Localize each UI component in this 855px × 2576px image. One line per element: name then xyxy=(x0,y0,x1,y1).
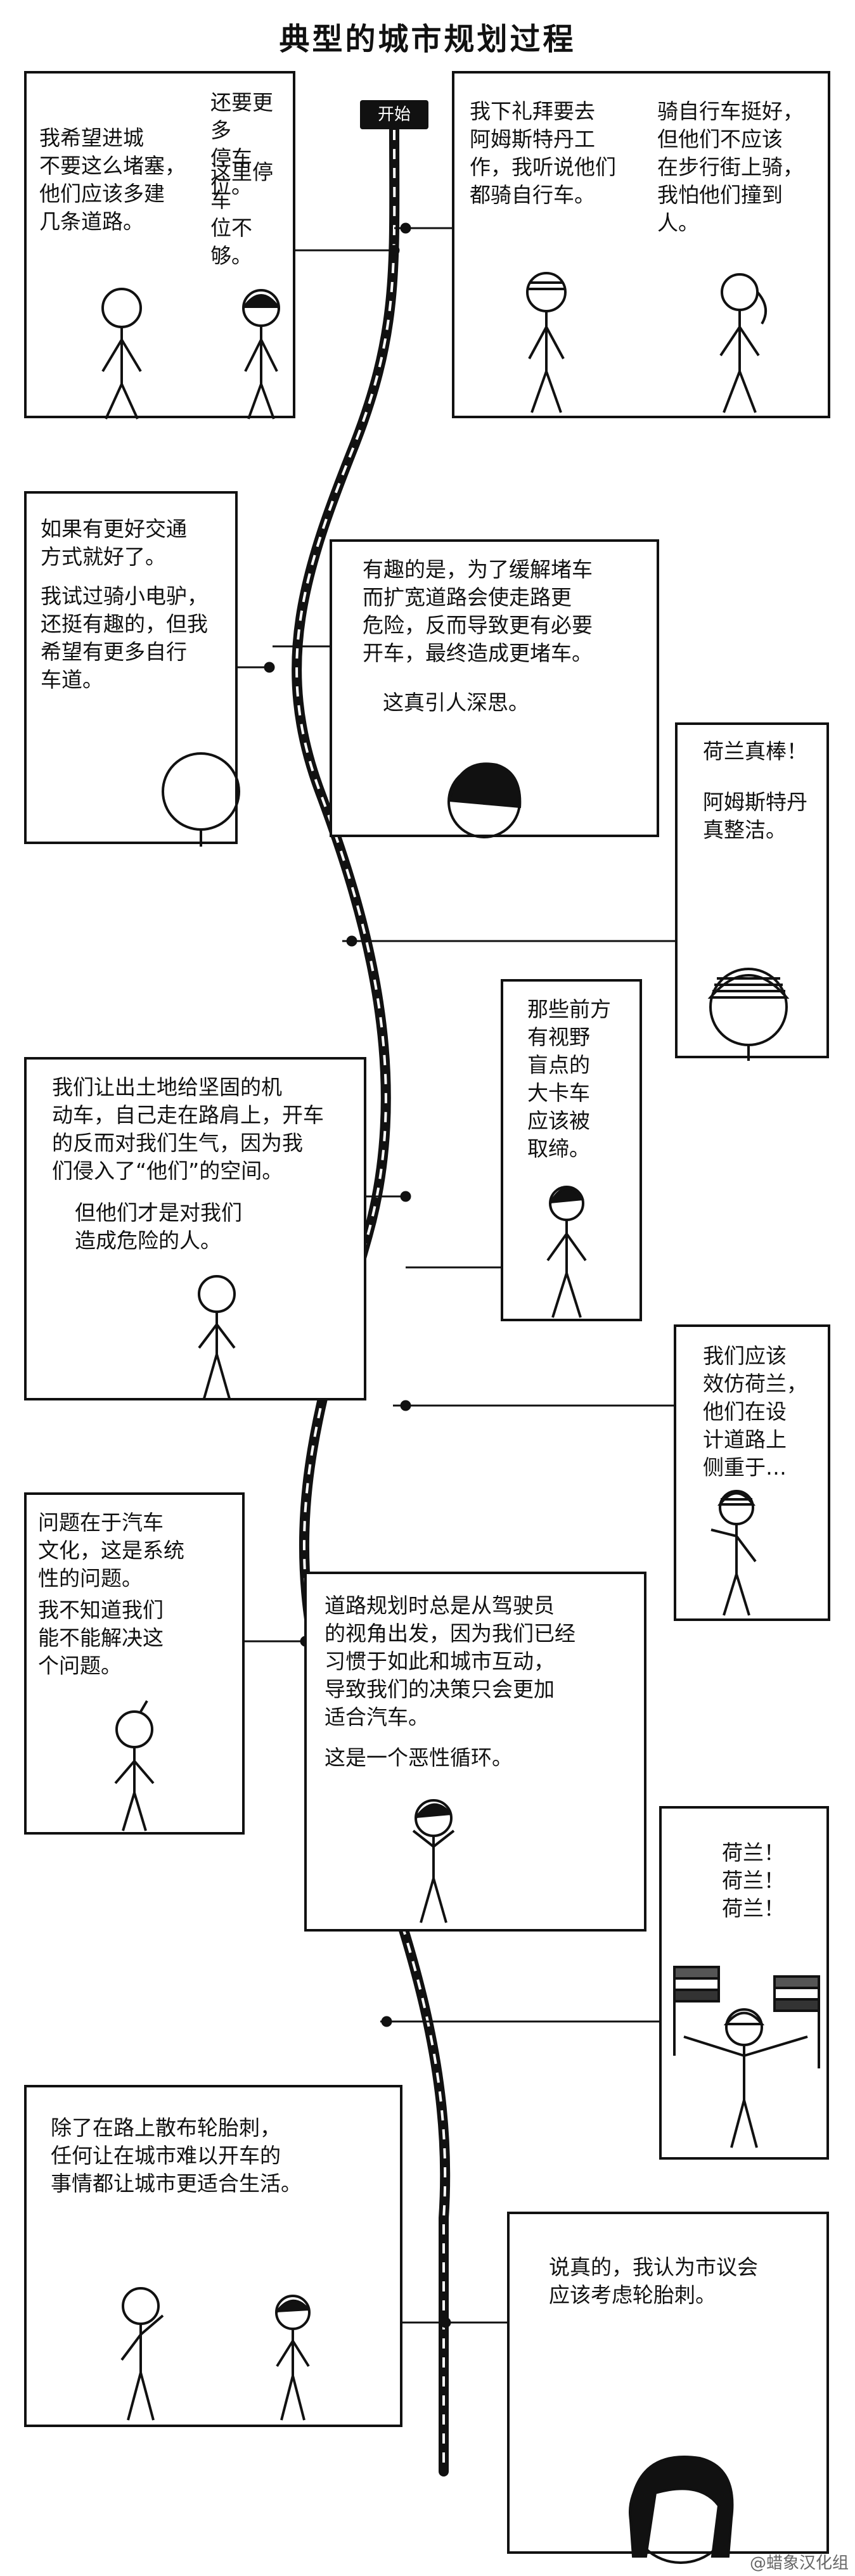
panel-7: 我们让出土地给坚固的机 动车，自己走在路肩上，开车 的反而对我们生气，因为我 们… xyxy=(24,1057,366,1400)
panel-10-speech-b: 这是一个恶性循环。 xyxy=(325,1745,513,1770)
panel-7-speech-a: 我们让出土地给坚固的机 动车，自己走在路肩上，开车 的反而对我们生气，因为我 们… xyxy=(52,1075,324,1183)
panel-9-speech-a: 问题在于汽车 文化，这是系统 性的问题。 xyxy=(38,1510,184,1591)
panel-7-speech-b: 但他们才是对我们 造成危险的人。 xyxy=(75,1200,242,1253)
panel-13-speech: 说真的，我认为市议会 应该考虑轮胎刺。 xyxy=(549,2255,758,2307)
panel-1-speech-c: 这里停车 位不够。 xyxy=(210,160,273,268)
panel-13: 说真的，我认为市议会 应该考虑轮胎刺。 xyxy=(507,2212,829,2564)
panel-4-speech-b: 这真引人深思。 xyxy=(383,690,529,715)
panel-3-speech-a: 如果有更好交通 方式就好了。 xyxy=(41,516,187,569)
credit-watermark: @蜡象汉化组 xyxy=(749,2554,849,2573)
stick-figure-hat xyxy=(114,1700,155,1831)
panel-3: 如果有更好交通 方式就好了。 我试过骑小电驴， 还挺有趣的，但我 希望有更多自行… xyxy=(24,491,240,847)
panel-4-speech-a: 有趣的是，为了缓解堵车 而扩宽道路会使走路更 危险，反而导致更有必要 开车，最终… xyxy=(363,557,593,665)
panel-9-speech-b: 我不知道我们 能不能解决这 个问题。 xyxy=(38,1598,164,1678)
panel-5-speech-a: 荷兰真棒！ xyxy=(703,739,807,764)
panel-6: 那些前方 有视野 盲点的 大卡车 应该被 取缔。 xyxy=(501,979,642,1321)
panel-2: 我下礼拜要去 阿姆斯特丹工 作，我听说他们 都骑自行车。 骑自行车挺好， 但他们… xyxy=(452,71,830,418)
stick-figure-pair xyxy=(526,272,768,413)
panel-11-speech: 荷兰！ 荷兰！ 荷兰！ xyxy=(722,1840,785,1921)
stick-figure-pair xyxy=(120,2287,311,2421)
stick-figure-with-flags xyxy=(673,1966,820,2148)
panel-1-speech-a: 我希望进城 不要这么堵塞， 他们应该多建 几条道路。 xyxy=(39,125,186,234)
stick-figure-pair xyxy=(101,288,280,420)
stick-figure-long-hair xyxy=(447,762,522,838)
stick-figure-long-hair xyxy=(412,1799,455,1923)
start-label: 开始 xyxy=(360,100,428,129)
panel-8: 我们应该 效仿荷兰， 他们在设 计道路上 侧重于… xyxy=(674,1324,830,1621)
panel-1: 我希望进城 不要这么堵塞， 他们应该多建 几条道路。 还要更多 停车位。 这里停… xyxy=(24,71,295,420)
panel-5: 荷兰真棒！ 阿姆斯特丹 真整洁。 xyxy=(675,722,829,1061)
panel-11: 荷兰！ 荷兰！ 荷兰！ xyxy=(659,1806,829,2160)
page-title: 典型的城市规划过程 xyxy=(279,22,576,57)
panel-1-speech-b: 还要更多 停车位。 xyxy=(210,90,273,198)
panel-2-speech-a: 我下礼拜要去 阿姆斯特丹工 作，我听说他们 都骑自行车。 xyxy=(470,99,616,207)
stick-figure-bald xyxy=(198,1275,236,1399)
panel-8-speech: 我们应该 效仿荷兰， 他们在设 计道路上 侧重于… xyxy=(703,1343,807,1480)
stick-figure-beanie xyxy=(710,1490,757,1616)
stick-figure-long-hair xyxy=(546,1186,587,1318)
panel-5-speech-b: 阿姆斯特丹 真整洁。 xyxy=(703,790,807,842)
panel-9: 问题在于汽车 文化，这是系统 性的问题。 我不知道我们 能不能解决这 个问题。 xyxy=(24,1492,245,1835)
panel-3-speech-b: 我试过骑小电驴， 还挺有趣的，但我 希望有更多自行 车道。 xyxy=(41,584,208,692)
panel-6-speech: 那些前方 有视野 盲点的 大卡车 应该被 取缔。 xyxy=(527,997,611,1161)
panel-12-speech: 除了在路上散布轮胎刺， 任何让在城市难以开车的 事情都让城市更适合生活。 xyxy=(51,2115,302,2196)
panel-10-speech-a: 道路规划时总是从驾驶员 的视角出发，因为我们已经 习惯于如此和城市互动， 导致我… xyxy=(325,1593,575,1729)
stick-figure-beanie xyxy=(707,968,790,1061)
panel-4: 有趣的是，为了缓解堵车 而扩宽道路会使走路更 危险，反而导致更有必要 开车，最终… xyxy=(330,539,659,838)
panel-10: 道路规划时总是从驾驶员 的视角出发，因为我们已经 习惯于如此和城市互动， 导致我… xyxy=(304,1572,646,1932)
panel-12: 除了在路上散布轮胎刺， 任何让在城市难以开车的 事情都让城市更适合生活。 xyxy=(24,2085,402,2427)
stick-figure-bald xyxy=(162,752,240,847)
panel-2-speech-b: 骑自行车挺好， 但他们不应该 在步行街上骑， 我怕他们撞到 人。 xyxy=(657,99,804,235)
stick-figure-long-hair-closeup xyxy=(628,2456,734,2564)
